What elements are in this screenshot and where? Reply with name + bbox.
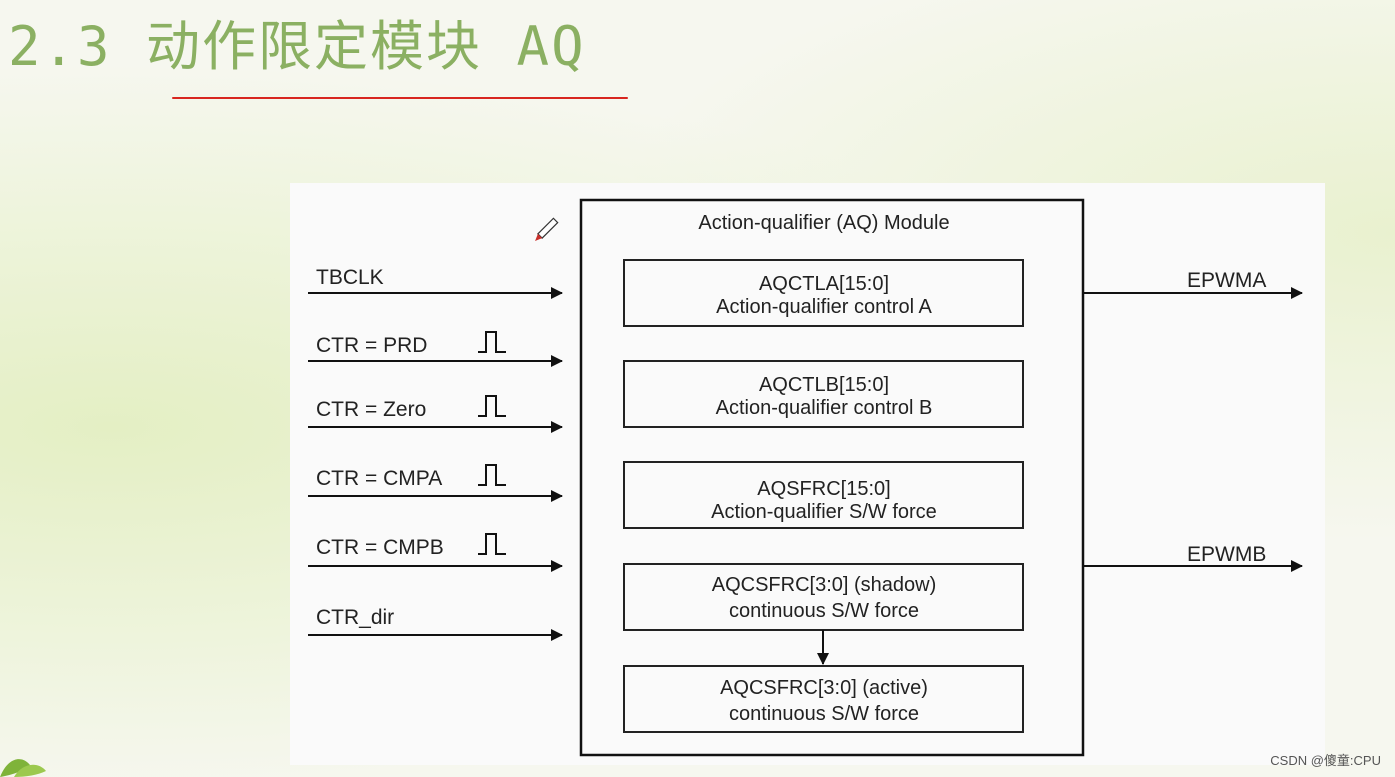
leaf-decoration (0, 759, 46, 777)
pulse-icon (478, 533, 506, 555)
register-name: AQCSFRC[3:0] (active) (720, 677, 928, 699)
register-aqcsfrc-shadow: AQCSFRC[3:0] (shadow) continuous S/W for… (623, 563, 1024, 631)
input-ctr-cmpa: CTR = CMPA (308, 464, 563, 502)
input-ctr-dir: CTR_dir (308, 606, 563, 641)
register-aqctlb: AQCTLB[15:0] Action-qualifier control B (623, 360, 1024, 428)
watermark: CSDN @傻童:CPU (1270, 753, 1381, 768)
register-name: AQCTLB[15:0] (759, 374, 889, 396)
input-ctr-prd: CTR = PRD (308, 331, 563, 367)
register-name: AQSFRC[15:0] (757, 478, 890, 500)
register-desc: continuous S/W force (729, 703, 919, 725)
register-aqcsfrc-active: AQCSFRC[3:0] (active) continuous S/W for… (623, 665, 1024, 733)
input-label: CTR_dir (316, 606, 394, 629)
output-label: EPWMB (1187, 543, 1266, 566)
register-desc: Action-qualifier control B (716, 397, 933, 419)
input-label: CTR = Zero (316, 398, 426, 421)
slide-title: 2.3 动作限定模块 AQ (8, 15, 586, 78)
output-epwma: EPWMA (1083, 269, 1303, 299)
pulse-icon (478, 395, 506, 417)
input-label: CTR = CMPA (316, 467, 442, 490)
register-aqsfrc: AQSFRC[15:0] Action-qualifier S/W force (623, 461, 1024, 529)
input-ctr-zero: CTR = Zero (308, 395, 563, 433)
pulse-icon (478, 331, 506, 353)
title-underline (172, 97, 628, 99)
register-desc: Action-qualifier S/W force (711, 501, 937, 523)
pen-cursor-icon (535, 217, 559, 241)
module-title: Action-qualifier (AQ) Module (698, 212, 949, 234)
input-label: CTR = PRD (316, 334, 427, 357)
module-box (579, 198, 1085, 757)
register-name: AQCSFRC[3:0] (shadow) (712, 574, 937, 596)
input-label: TBCLK (316, 266, 384, 289)
register-aqctla: AQCTLA[15:0] Action-qualifier control A (623, 259, 1024, 327)
register-desc: continuous S/W force (729, 600, 919, 622)
pulse-icon (478, 464, 506, 486)
input-tbclk: TBCLK (308, 266, 563, 299)
input-label: CTR = CMPB (316, 536, 444, 559)
input-ctr-cmpb: CTR = CMPB (308, 533, 563, 572)
output-label: EPWMA (1187, 269, 1266, 292)
register-desc: Action-qualifier control A (716, 296, 932, 318)
diagram-panel (290, 183, 1325, 765)
register-name: AQCTLA[15:0] (759, 273, 889, 295)
output-epwmb: EPWMB (1083, 543, 1303, 572)
